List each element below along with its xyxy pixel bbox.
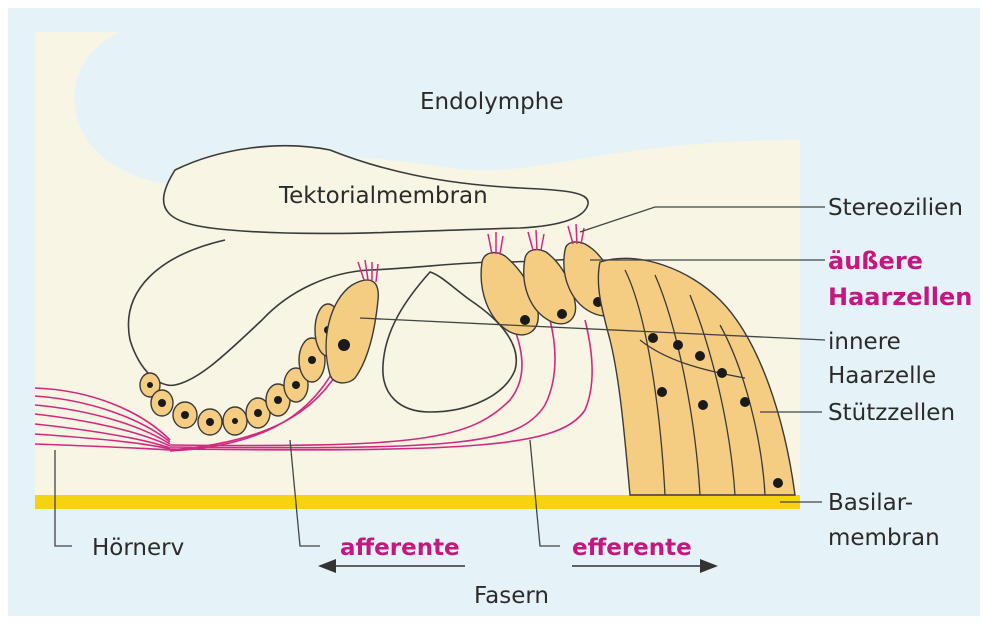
label-efferent: efferente <box>572 535 692 561</box>
label-stereocilia: Stereozilien <box>828 195 963 221</box>
label-inner-hair-cell-line1: innere <box>828 329 901 355</box>
label-tectorial-membrane: Tektorialmembran <box>278 183 488 209</box>
label-basilar-membrane-line1: Basilar- <box>828 490 913 516</box>
label-outer-hair-cells-line1: äußere <box>828 247 923 275</box>
label-fibers: Fasern <box>474 583 549 609</box>
label-basilar-membrane-line2: membran <box>828 525 940 551</box>
label-support-cells: Stützzellen <box>828 400 955 426</box>
label-inner-hair-cell-line2: Haarzelle <box>828 363 936 389</box>
basilar-membrane <box>35 495 800 509</box>
label-afferent: afferente <box>340 535 460 561</box>
label-auditory-nerve: Hörnerv <box>92 535 184 561</box>
label-outer-hair-cells-line2: Haarzellen <box>828 283 972 311</box>
label-endolymph: Endolymphe <box>420 89 564 115</box>
